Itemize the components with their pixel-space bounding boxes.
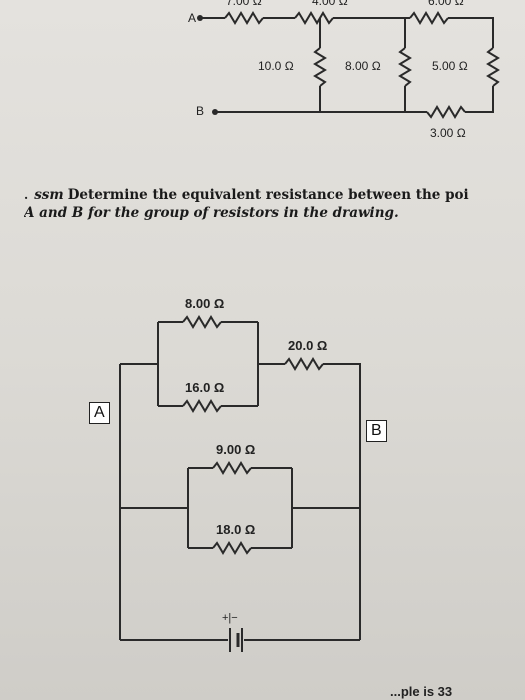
problem-number: . [24, 188, 29, 202]
wire-group2-out [292, 430, 361, 509]
top-r3-label: 6.00 Ω [428, 0, 464, 8]
top-resistor-right [486, 47, 500, 87]
battery-symbol-label: +|− [222, 612, 238, 624]
wire-20-right [323, 363, 361, 430]
top-r1-label: 7.00 Ω [226, 0, 262, 8]
footer-text: ...ple is 33 [390, 684, 453, 699]
resistor-18 [212, 541, 252, 555]
wire-a-to-lower [119, 434, 188, 509]
top-terminal-b-label: B [196, 104, 205, 118]
resistor-16 [182, 399, 222, 413]
top-resistor-3 [409, 11, 449, 25]
top-r-bottom-label: 3.00 Ω [430, 126, 466, 140]
top-terminal-a-dot [197, 15, 203, 21]
problem-line-1: Determine the equivalent resistance betw… [67, 187, 469, 203]
top-resistor-2 [294, 11, 334, 25]
top-resistor-bottom [426, 105, 466, 119]
top-resistor-mid [398, 47, 412, 87]
r1-label: 8.00 Ω [185, 296, 225, 311]
resistor-8 [182, 315, 222, 329]
top-resistor-1 [224, 11, 264, 25]
problem-line-2: A and B for the group of resistors in th… [24, 205, 399, 221]
problem-tag: ssm [34, 187, 64, 203]
r2-label: 16.0 Ω [185, 380, 225, 395]
terminal-b-label: B [366, 420, 387, 442]
top-r-left-label: 10.0 Ω [258, 59, 294, 73]
terminal-a-label: A [89, 402, 110, 424]
r3-label: 20.0 Ω [288, 338, 328, 353]
r5-label: 18.0 Ω [216, 522, 256, 537]
top-wire-3 [448, 17, 494, 48]
resistor-20 [284, 357, 324, 371]
top-resistor-left [313, 47, 327, 87]
top-r-mid-label: 8.00 Ω [345, 59, 381, 73]
top-terminal-a-label: A [188, 11, 197, 25]
top-wire-right-down [465, 86, 494, 113]
resistor-9 [212, 461, 252, 475]
top-r2-label: 4.00 Ω [312, 0, 348, 8]
battery [229, 628, 243, 652]
top-terminal-b-dot [212, 109, 218, 115]
top-r-right-label: 5.00 Ω [432, 59, 468, 73]
r4-label: 9.00 Ω [216, 442, 256, 457]
